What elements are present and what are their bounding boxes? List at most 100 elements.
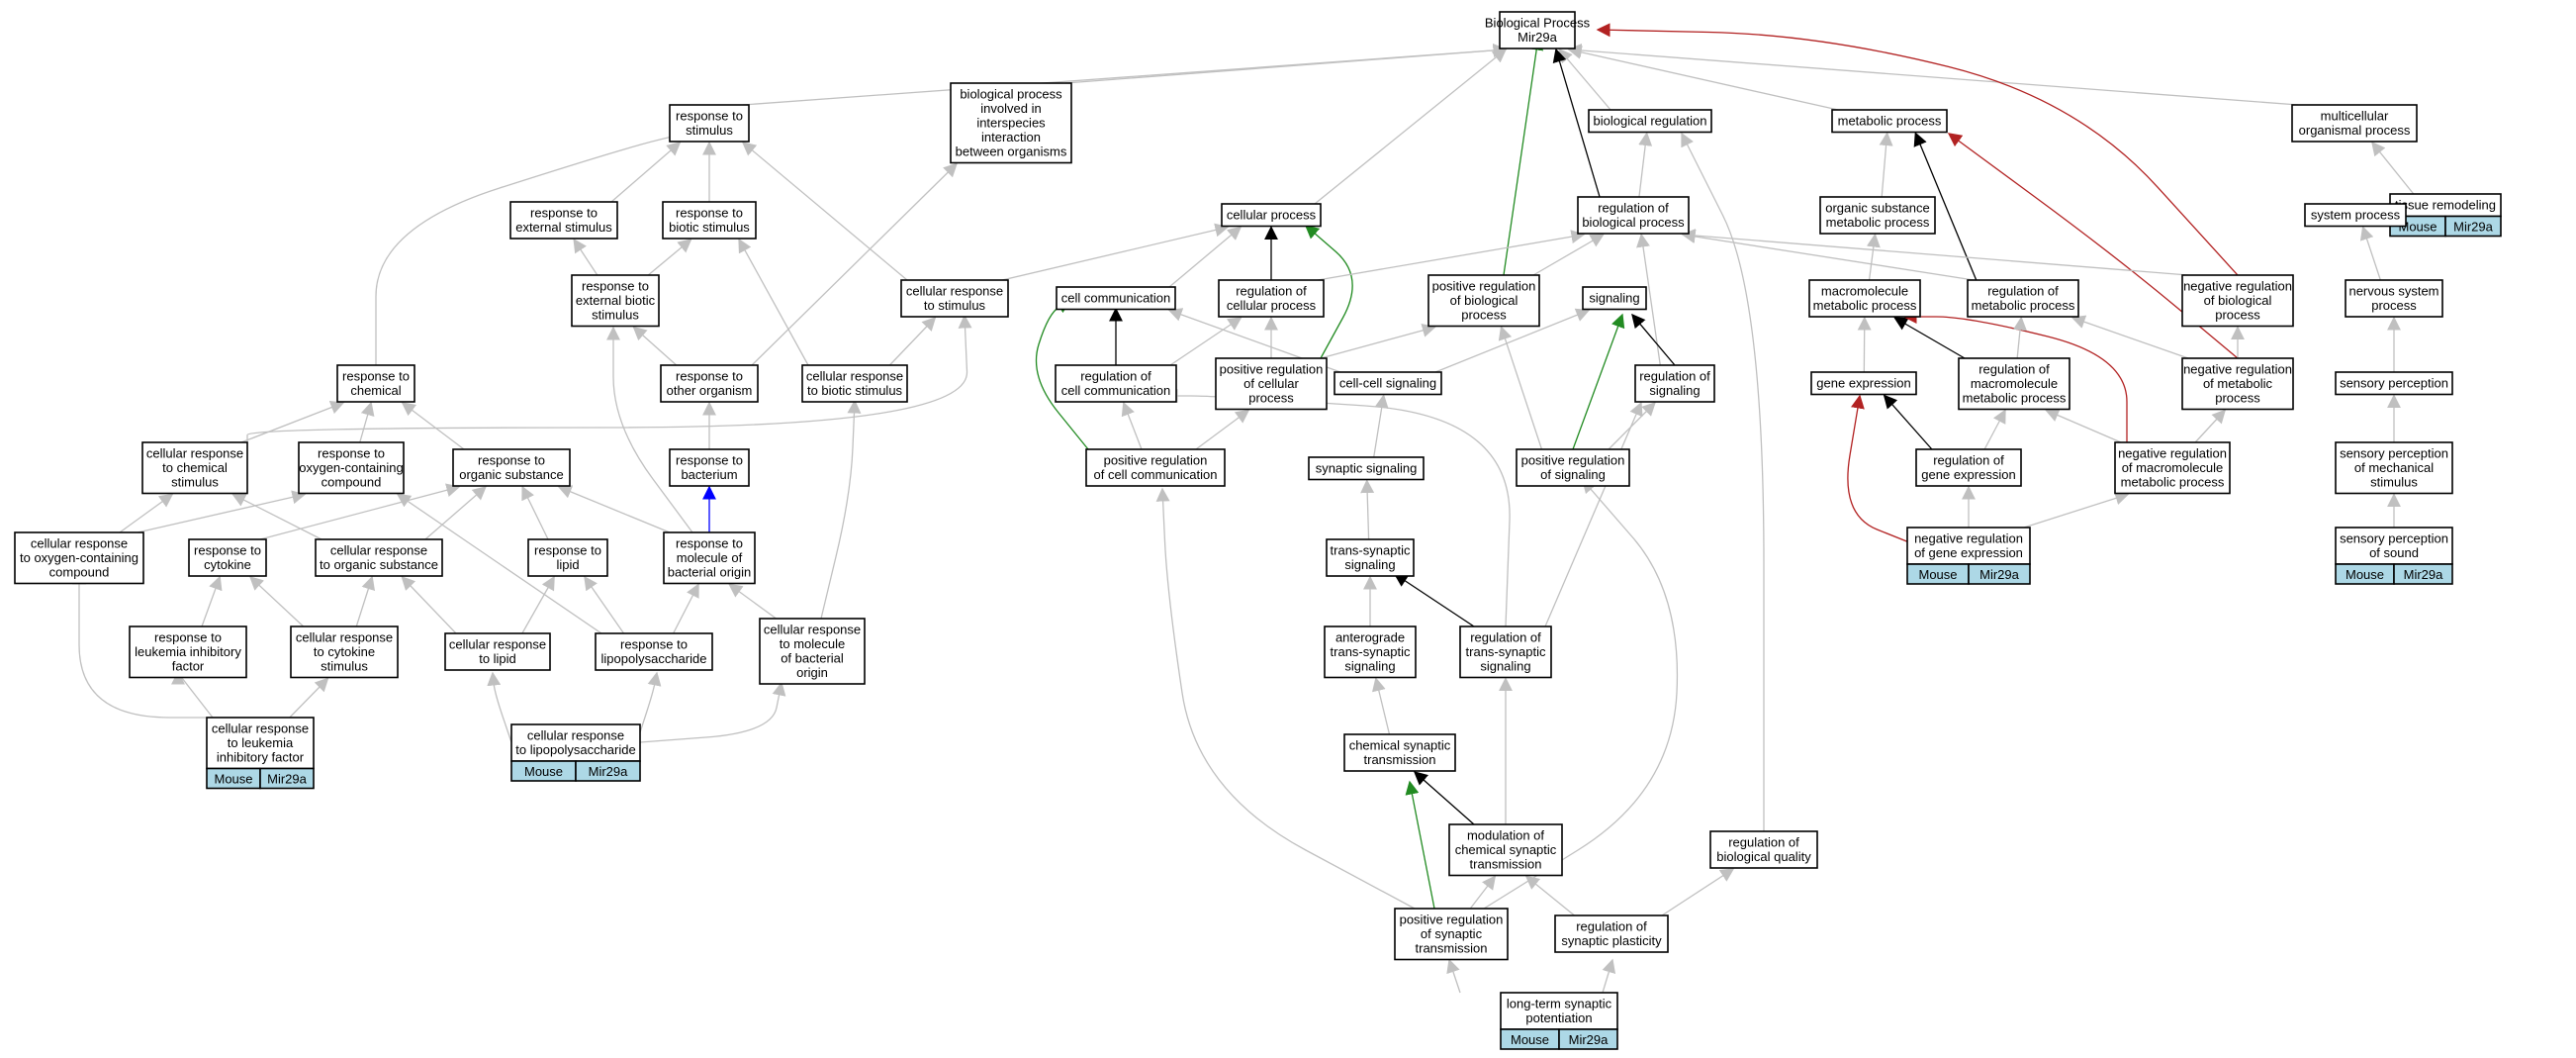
go-term-node[interactable]: signaling (1582, 286, 1647, 311)
go-term-node[interactable]: cell-cell signaling (1334, 371, 1442, 396)
term-box (900, 279, 1009, 318)
term-label: sensory perception (2340, 376, 2448, 391)
term-box (801, 364, 908, 403)
term-label: metabolic process (1963, 391, 2067, 406)
term-label: organic substance (459, 467, 564, 482)
term-label: signaling (1344, 557, 1395, 572)
term-label: chemical (350, 383, 401, 398)
go-term-node[interactable]: synaptic signaling (1308, 456, 1425, 481)
term-box (1516, 448, 1630, 487)
go-term-node[interactable]: cell communication (1056, 286, 1176, 311)
term-box (1554, 914, 1669, 953)
term-label: organismal process (2299, 123, 2411, 138)
go-term-node[interactable]: metabolic process (1831, 109, 1948, 134)
term-box (1324, 625, 1417, 679)
go-term-node[interactable]: cellular process (1221, 203, 1322, 228)
edge-negatively-regulates (1847, 394, 1915, 545)
edge-default (728, 583, 777, 620)
edge-default (2023, 491, 2130, 529)
term-label: sensory perception (2340, 531, 2448, 546)
term-label: regulation of (1933, 453, 2004, 468)
term-label: process (2215, 308, 2260, 323)
term-box (315, 538, 443, 577)
edge-default (1163, 389, 1511, 627)
term-box (1577, 196, 1690, 235)
term-box (1215, 357, 1328, 411)
edge-default (1661, 868, 1735, 916)
edge-default (1320, 324, 1436, 359)
edge-default (1866, 233, 1881, 281)
term-label: metabolic process (1838, 114, 1942, 129)
go-term-node[interactable]: sensory perception (2335, 371, 2453, 396)
term-label: stimulus (171, 475, 219, 490)
term-label: of bacterial (781, 651, 844, 666)
go-term-node[interactable]: system process (2304, 203, 2407, 228)
edge-default (1195, 409, 1250, 450)
term-label: response to (676, 536, 743, 551)
term-label: cytokine (204, 557, 251, 572)
term-label: response to (676, 109, 743, 124)
go-term-node[interactable]: biological regulation (1588, 109, 1712, 134)
term-label: metabolic process (2121, 475, 2225, 490)
term-box (1906, 527, 2031, 565)
go-term-node[interactable]: gene expression (1810, 371, 1917, 396)
